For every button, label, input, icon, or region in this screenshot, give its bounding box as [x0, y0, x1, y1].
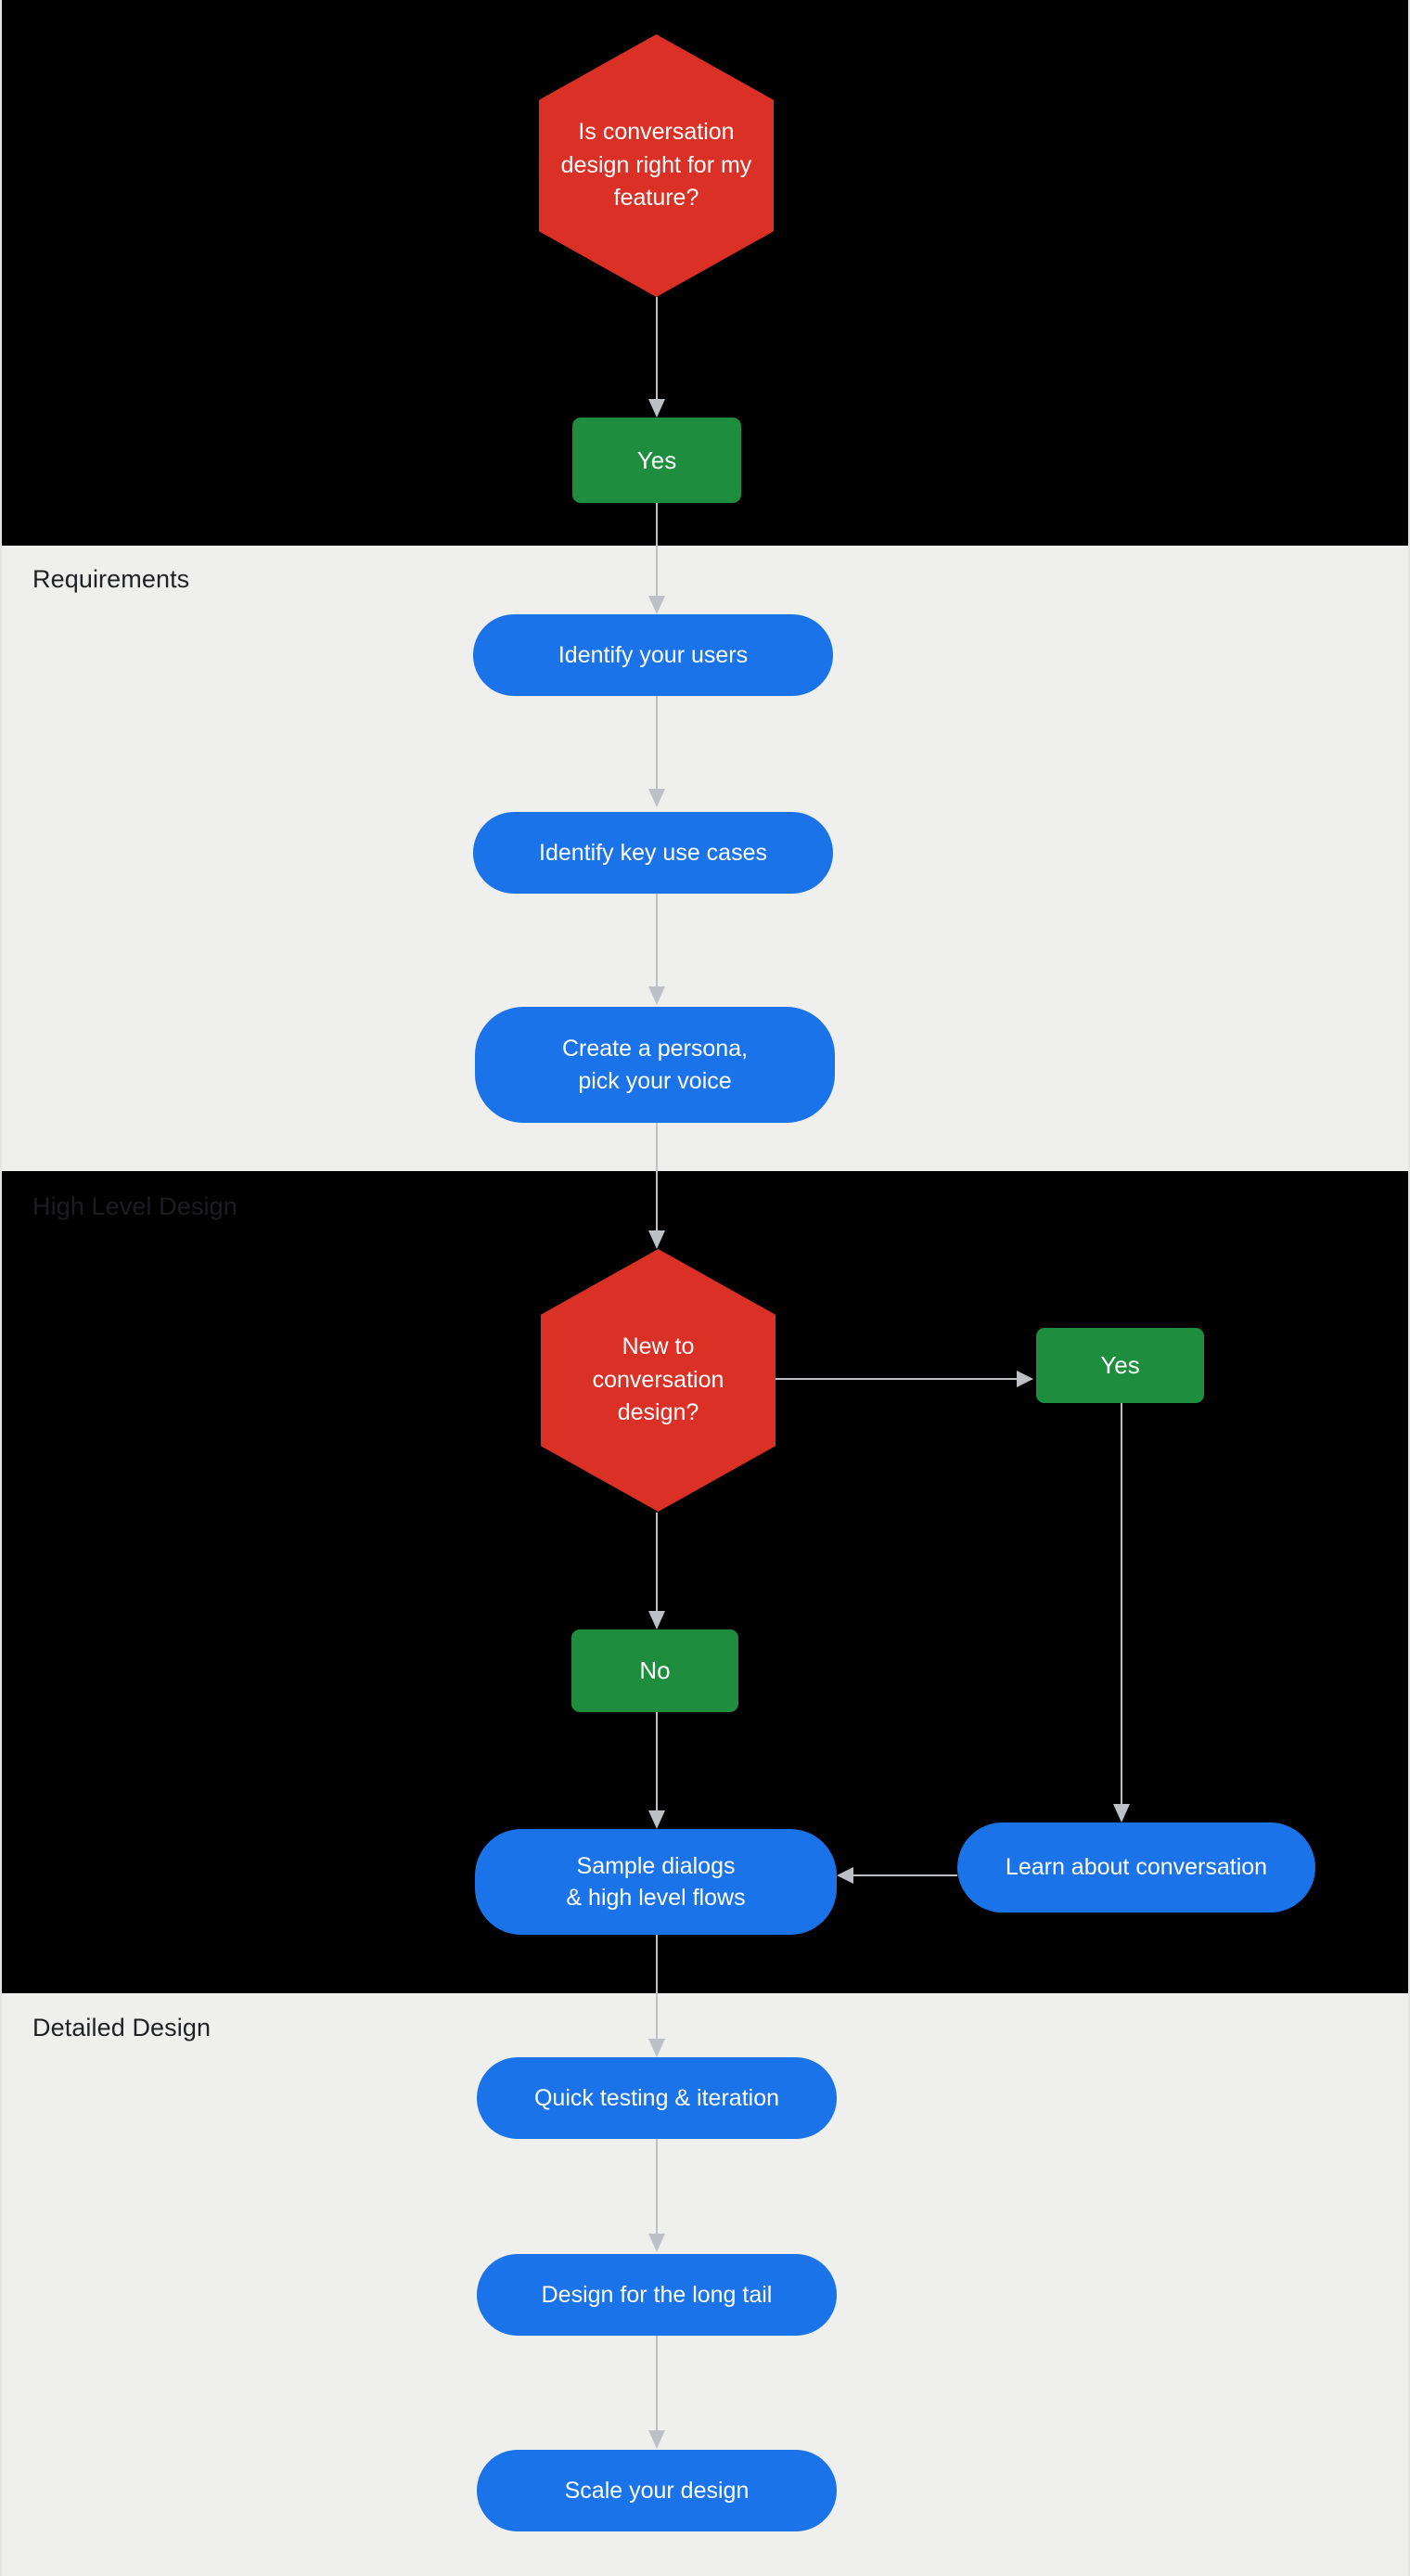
connector-long-tail-to-scale: [648, 2336, 665, 2449]
step-label: Design for the long tail: [541, 2281, 773, 2308]
arrow-head-icon: [837, 1867, 853, 1884]
arrow-head-icon: [648, 1230, 665, 1249]
step-identify-key-use-cases[interactable]: Identify key use cases: [473, 812, 833, 894]
connector-line: [656, 1712, 658, 1812]
band-label-requirements: Requirements: [32, 565, 190, 593]
connector-line: [656, 1935, 658, 2041]
connector-line: [656, 894, 658, 988]
arrow-head-icon: [648, 596, 665, 614]
band-label-detailed-design: Detailed Design: [32, 2014, 212, 2041]
decision-is-conversation-design-right[interactable]: Is conversation design right for my feat…: [539, 34, 774, 297]
answer-label: Yes: [1100, 1351, 1140, 1379]
step-identify-your-users[interactable]: Identify your users: [473, 614, 833, 696]
arrow-head-icon: [648, 399, 665, 418]
connector-yes-to-identify-users: [648, 503, 665, 614]
connector-line: [656, 297, 658, 401]
decision-label: New to conversation design?: [592, 1333, 724, 1426]
connector-no-to-sample-dialogs: [648, 1712, 665, 1829]
connector-line: [656, 1123, 658, 1232]
arrow-head-icon: [648, 2039, 665, 2057]
connector-identify-users-to-use-cases: [648, 696, 665, 807]
step-label-line2: pick your voice: [578, 1067, 732, 1094]
arrow-head-icon: [648, 986, 665, 1005]
step-create-a-persona[interactable]: Create a persona, pick your voice: [475, 1007, 835, 1123]
step-label-line1: Sample dialogs: [576, 1852, 736, 1879]
answer-no-branch[interactable]: No: [571, 1629, 738, 1712]
step-label-line1: Create a persona,: [561, 1036, 749, 1062]
arrow-head-icon: [1113, 1804, 1130, 1823]
step-label-line2: & high level flows: [566, 1885, 746, 1911]
connector-line: [776, 1378, 1019, 1380]
step-scale-your-design[interactable]: Scale your design: [477, 2450, 837, 2531]
connector-decision1-to-yes: [648, 297, 665, 418]
connector-line: [656, 1513, 658, 1613]
connector-line: [656, 2336, 658, 2432]
connector-yes-branch-to-learn: [1113, 1403, 1130, 1823]
connector-line: [853, 1874, 957, 1876]
connector-persona-to-decision2: [648, 1123, 665, 1249]
step-label: Learn about conversation: [1005, 1854, 1268, 1881]
step-learn-about-conversation[interactable]: Learn about conversation: [957, 1823, 1315, 1913]
step-label: Identify your users: [558, 641, 749, 668]
connector-quick-testing-to-long-tail: [648, 2139, 665, 2252]
arrow-head-icon: [648, 1611, 665, 1629]
step-quick-testing-iteration[interactable]: Quick testing & iteration: [477, 2057, 837, 2139]
connector-line: [1121, 1403, 1122, 1806]
connector-line: [656, 2139, 658, 2235]
connector-sample-dialogs-to-quick-testing: [648, 1935, 665, 2057]
connector-line: [656, 503, 658, 598]
step-label: Quick testing & iteration: [533, 2084, 779, 2111]
connector-decision2-to-yes-branch: [776, 1371, 1035, 1387]
answer-yes-top[interactable]: Yes: [572, 418, 741, 503]
arrow-head-icon: [648, 2430, 665, 2449]
arrow-head-icon: [648, 789, 665, 807]
answer-label: Yes: [636, 445, 677, 474]
connector-line: [656, 696, 658, 791]
connector-use-cases-to-persona: [648, 894, 665, 1005]
step-sample-dialogs-high-level-flows[interactable]: Sample dialogs & high level flows: [475, 1829, 837, 1935]
connector-decision2-to-no-branch: [648, 1513, 665, 1629]
decision-label: Is conversation design right for my feat…: [560, 119, 752, 212]
arrow-head-icon: [648, 1810, 665, 1829]
step-label: Identify key use cases: [539, 839, 767, 866]
answer-yes-branch[interactable]: Yes: [1036, 1328, 1204, 1403]
arrow-head-icon: [1017, 1371, 1033, 1387]
arrow-head-icon: [648, 2234, 665, 2252]
band-label-high-level-design: High Level Design: [32, 1192, 237, 1220]
step-label: Scale your design: [564, 2477, 750, 2504]
connector-learn-to-sample-dialogs: [837, 1867, 957, 1884]
step-design-for-the-long-tail[interactable]: Design for the long tail: [477, 2254, 837, 2336]
answer-label: No: [639, 1656, 671, 1684]
